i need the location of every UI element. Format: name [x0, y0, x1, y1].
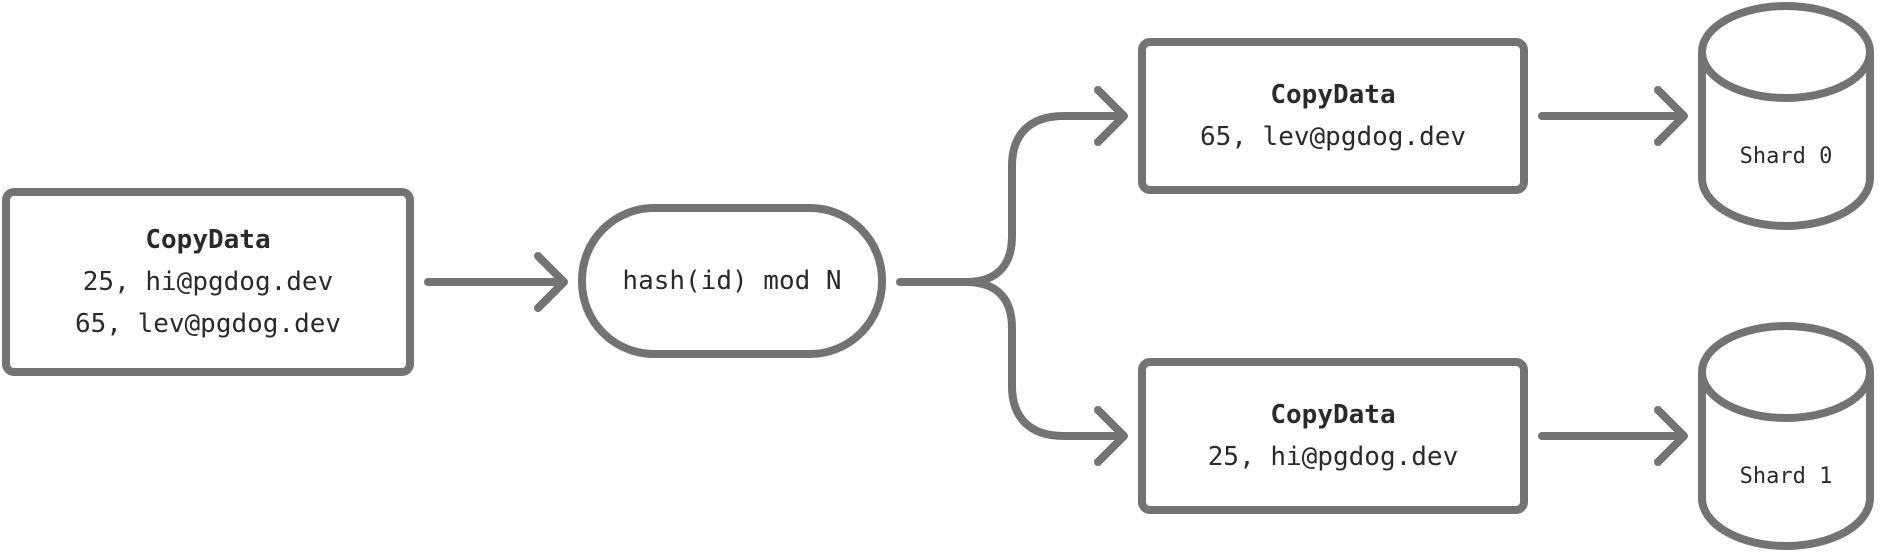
shard-1-label: Shard 1 — [1739, 464, 1833, 489]
branch-to-shard1-data — [962, 278, 1128, 466]
hash-router-label: hash(id) mod N — [622, 266, 842, 296]
shard0-copydata-title: CopyData — [1270, 80, 1396, 110]
shard-0-cylinder-icon — [1698, 2, 1874, 230]
arrow-to-shard-1 — [1538, 406, 1688, 466]
shard-1-cylinder-icon — [1698, 322, 1874, 550]
shard-0-label: Shard 0 — [1739, 144, 1833, 169]
branch-to-shard0-data — [962, 86, 1128, 286]
hash-router-node: hash(id) mod N — [578, 204, 886, 358]
arrow-to-shard-0 — [1538, 86, 1688, 146]
input-copydata-row: 65, lev@pgdog.dev — [74, 309, 342, 339]
input-copydata-row: 25, hi@pgdog.dev — [82, 267, 334, 297]
arrow-input-to-router — [424, 252, 568, 312]
shard0-copydata-box: CopyData 65, lev@pgdog.dev — [1138, 38, 1528, 194]
shard1-copydata-box: CopyData 25, hi@pgdog.dev — [1138, 358, 1528, 514]
input-copydata-box: CopyData 25, hi@pgdog.dev 65, lev@pgdog.… — [2, 188, 414, 376]
input-copydata-title: CopyData — [145, 225, 271, 255]
shard1-copydata-row: 25, hi@pgdog.dev — [1207, 442, 1459, 472]
shard0-copydata-row: 65, lev@pgdog.dev — [1199, 122, 1467, 152]
shard1-copydata-title: CopyData — [1270, 400, 1396, 430]
